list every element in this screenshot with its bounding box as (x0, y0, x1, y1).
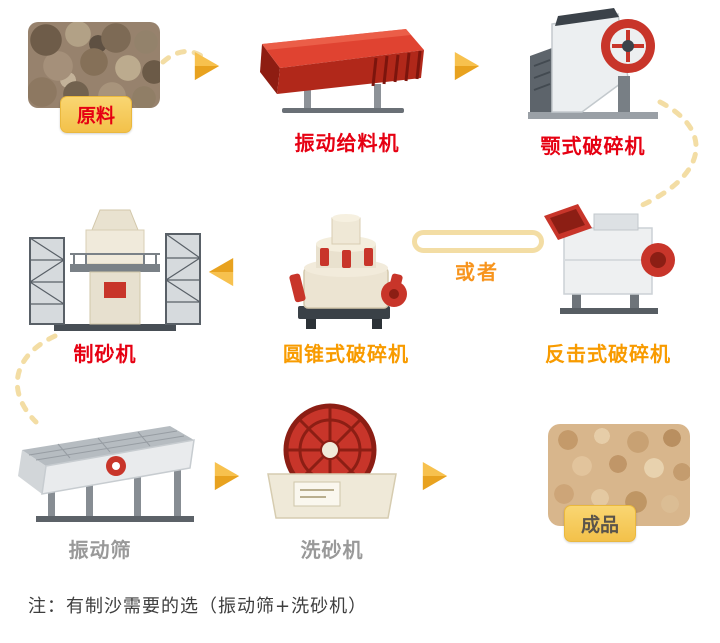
or-label: 或者 (455, 260, 499, 284)
cone-crusher-illustration (276, 202, 416, 334)
sand-washer-label: 洗砂机 (300, 538, 364, 562)
finished-product-tag: 成品 (564, 505, 637, 542)
jaw-crusher-label: 颚式破碎机 (540, 134, 646, 158)
or-connector-path (412, 230, 544, 253)
flow-arrow-icon (420, 460, 450, 492)
sand-maker-illustration (20, 204, 210, 336)
raw-material-tag: 原料 (60, 96, 133, 133)
flow-arrow-icon (452, 50, 482, 82)
flow-arrow-icon (212, 460, 242, 492)
impact-crusher-illustration (538, 196, 678, 318)
vibrating-feeder-label: 振动给料机 (294, 131, 400, 155)
impact-crusher-label: 反击式破碎机 (545, 342, 671, 366)
cone-crusher-label: 圆锥式破碎机 (283, 342, 409, 366)
jaw-crusher-illustration (518, 4, 668, 126)
sand-maker-label: 制砂机 (73, 342, 137, 366)
vibrating-screen-label: 振动筛 (68, 538, 132, 562)
flow-arrow-icon (206, 256, 236, 288)
vibrating-screen-illustration (18, 416, 213, 528)
raw-material-photo (28, 22, 160, 108)
production-note: 注：有制沙需要的选（振动筛+洗砂机） (28, 596, 368, 617)
vibrating-feeder-illustration (256, 24, 436, 119)
sand-washer-illustration (260, 400, 405, 525)
flow-arrow-icon (192, 50, 222, 82)
